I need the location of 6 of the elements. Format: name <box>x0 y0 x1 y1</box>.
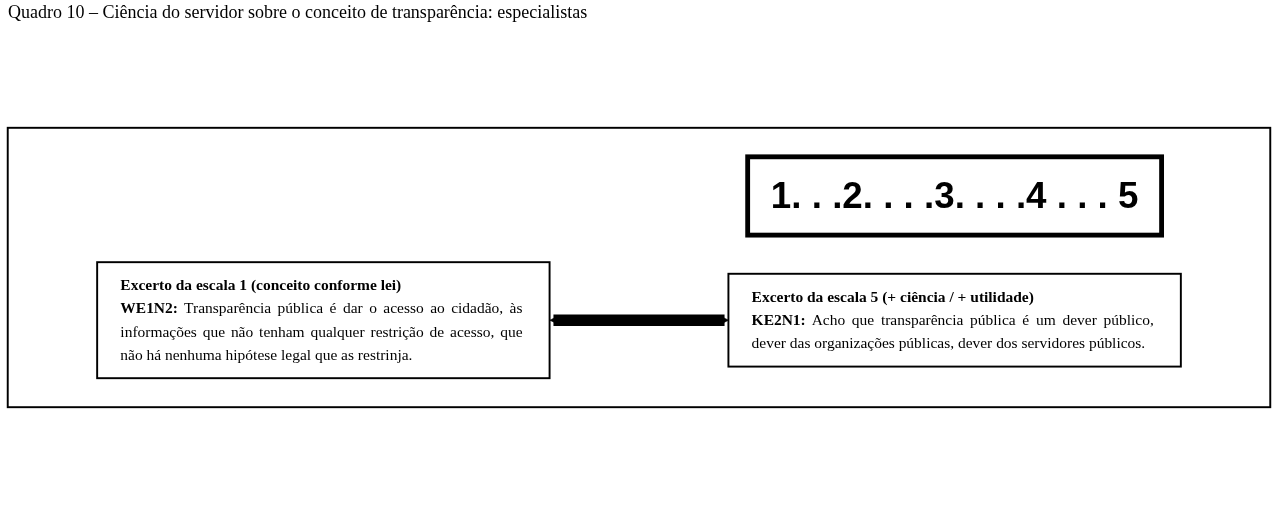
arrow <box>549 314 729 326</box>
cluster <box>6 126 1272 409</box>
node-box: Excerto da escala 1 (conceito conforme lei) WE1N2: Transparência pública é dar o acesso ao cidadão, às informações que não tenham qualquer restrição de acesso, que não há nenhuma hipótese legal que as restrinja. <box>96 261 551 380</box>
node-box: Excerto da escala 5 (+ ciência / + utilidade) KE2N1: Acho que transparência pública é um dever público, dever das organizações públicas, dever dos servidores públicos. <box>727 272 1182 368</box>
node-box: 1. . .2. . . .3. . . .4 . . . 5 <box>745 154 1164 238</box>
diagram-title: Quadro 10 – Ciência do servidor sobre o conceito de transparência: especialistas <box>7 1 589 24</box>
